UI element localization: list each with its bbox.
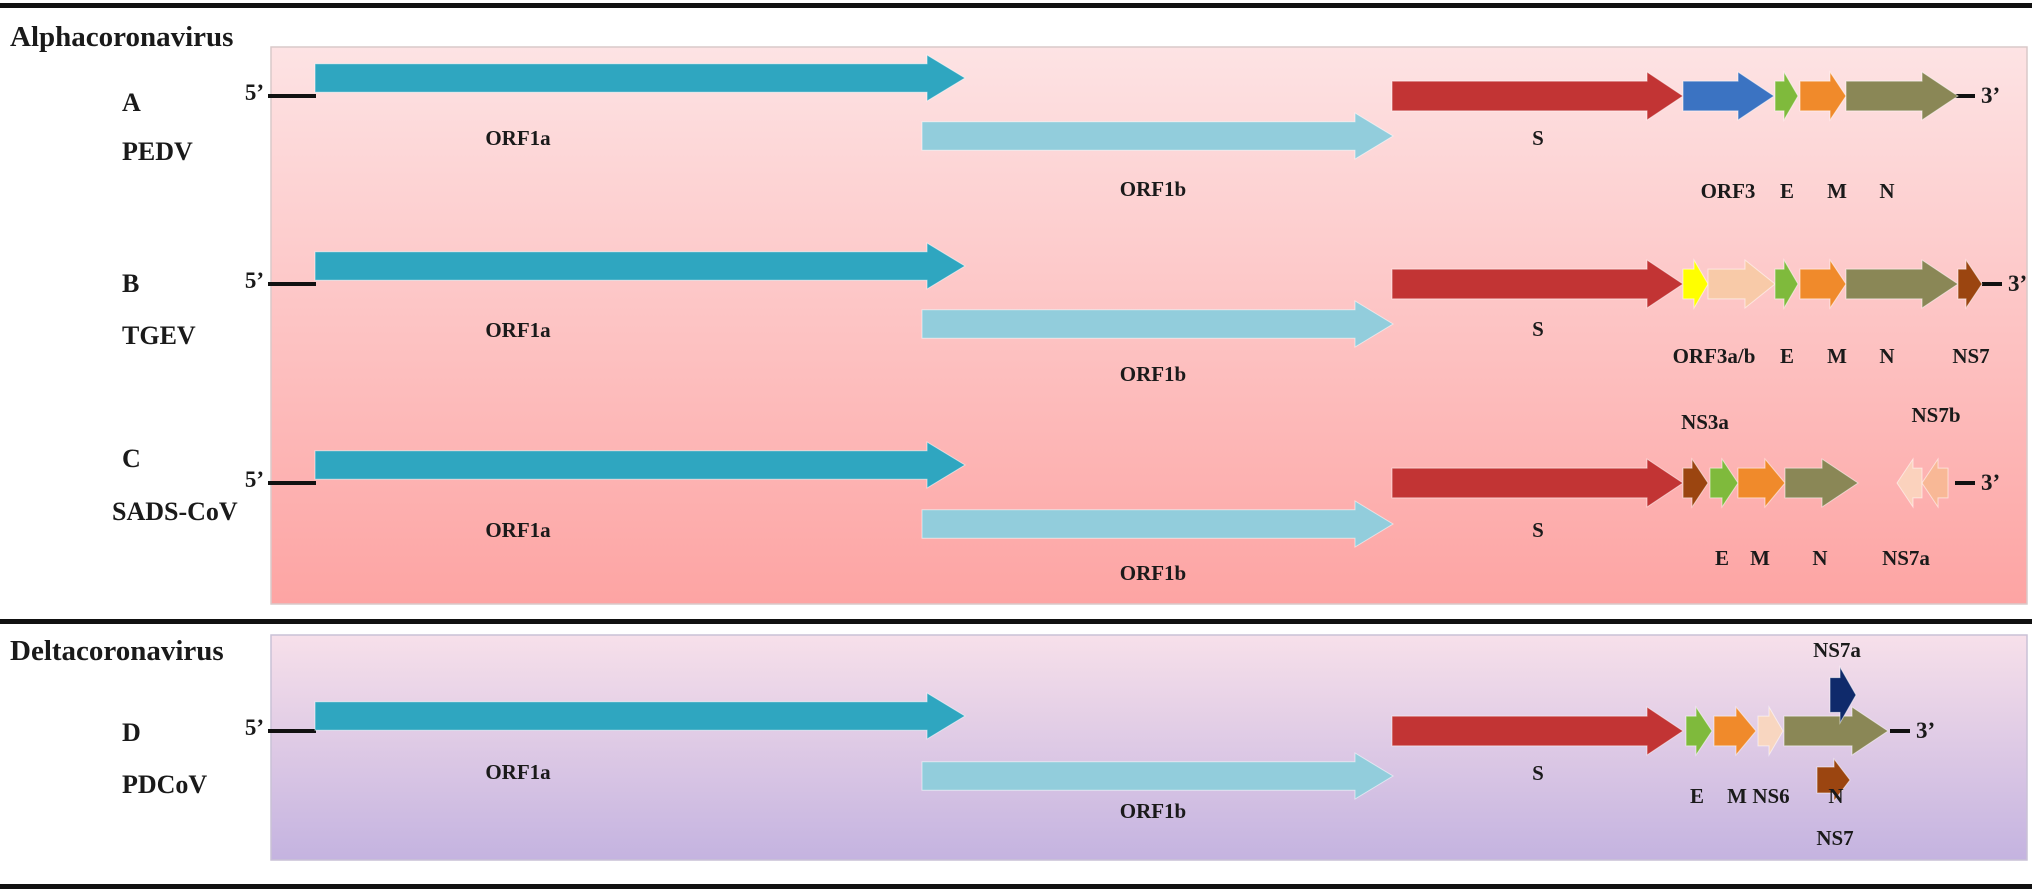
- gene-arrow-e-pedv: [1774, 70, 1799, 122]
- five-prime-label-sads-cov: 5’: [245, 467, 264, 492]
- genome-virus-pedv: PEDV: [122, 137, 193, 166]
- genome-virus-pdcov: PDCoV: [122, 770, 207, 799]
- gene-label-orf3-pedv: ORF3: [1701, 179, 1756, 203]
- gene-label-m-tgev: M: [1827, 344, 1847, 368]
- middle-rule: [0, 619, 2032, 624]
- gene-arrow-ns7a-sads-cov: [1896, 457, 1923, 509]
- three-prime-label-tgev: 3’: [2008, 271, 2027, 296]
- gene-arrow-m-sads-cov: [1737, 457, 1786, 509]
- gene-label-orf1a-pdcov: ORF1a: [485, 760, 551, 784]
- gene-label-m-pedv: M: [1827, 179, 1847, 203]
- gene-label-s-sads-cov: S: [1532, 518, 1544, 542]
- gene-arrow-orf1b-tgev: [921, 300, 1394, 348]
- gene-label-orf1b-tgev: ORF1b: [1120, 362, 1187, 386]
- gene-arrow-m-pedv: [1799, 70, 1847, 122]
- gene-arrow-orf3-pedv: [1682, 71, 1775, 121]
- genome-letter-c: C: [122, 444, 141, 473]
- section-title-deltacoronavirus: Deltacoronavirus: [10, 635, 224, 667]
- gene-arrow-m-tgev: [1799, 258, 1847, 310]
- gene-arrow-s-pdcov: [1391, 706, 1684, 756]
- bottom-rule: [0, 884, 2032, 889]
- genome-letter-d: D: [122, 718, 141, 747]
- genome-virus-tgev: TGEV: [122, 321, 196, 350]
- section-title-alphacoronavirus: Alphacoronavirus: [10, 21, 233, 53]
- gene-label-ns7-pdcov: NS7: [1816, 826, 1853, 850]
- gene-arrow-n-sads-cov: [1784, 458, 1859, 508]
- gene-arrow-ns3a-sads-cov: [1682, 457, 1709, 509]
- gene-arrow-orf3b-tgev: [1707, 258, 1776, 310]
- gene-arrow-ns7-tgev: [1957, 258, 1983, 310]
- gene-label-e-tgev: E: [1780, 344, 1794, 368]
- gene-arrow-orf1a-sads-cov: [314, 441, 966, 489]
- top-rule: [0, 3, 2032, 8]
- five-prime-label-pdcov: 5’: [245, 715, 264, 740]
- gene-arrow-orf1a-pdcov: [314, 692, 966, 740]
- three-prime-label-pdcov: 3’: [1916, 718, 1935, 743]
- gene-arrow-orf1b-pedv: [921, 112, 1394, 160]
- gene-arrow-orf1a-tgev: [314, 242, 966, 290]
- gene-label-orf1a-tgev: ORF1a: [485, 318, 551, 342]
- five-prime-label-tgev: 5’: [245, 268, 264, 293]
- gene-label-m-sads-cov: M: [1750, 546, 1770, 570]
- gene-label-ns3a-sads-cov: NS3a: [1681, 410, 1729, 434]
- gene-label-n-pedv: N: [1879, 179, 1894, 203]
- gene-label-s-pedv: S: [1532, 126, 1544, 150]
- gene-label-orf3b-tgev: ORF3a/b: [1673, 344, 1756, 368]
- gene-label-orf1b-pdcov: ORF1b: [1120, 799, 1187, 823]
- gene-label-ns7-tgev: NS7: [1952, 344, 1989, 368]
- five-prime-label-pedv: 5’: [245, 80, 264, 105]
- gene-arrow-e-pdcov: [1685, 705, 1713, 757]
- three-prime-label-sads-cov: 3’: [1981, 470, 2000, 495]
- gene-label-s-tgev: S: [1532, 317, 1544, 341]
- genome-virus-sads-cov: SADS-CoV: [112, 497, 238, 526]
- gene-label-ns7b-sads-cov: NS7b: [1911, 403, 1960, 427]
- genome-letter-a: A: [122, 88, 141, 117]
- gene-label-e-pdcov: E: [1690, 784, 1704, 808]
- gene-label-orf1a-sads-cov: ORF1a: [485, 518, 551, 542]
- gene-label-n-tgev: N: [1879, 344, 1894, 368]
- gene-arrow-n-pedv: [1845, 71, 1959, 121]
- gene-arrow-orf3a-tgev: [1682, 258, 1709, 310]
- gene-arrow-ns7-pdcov: [1816, 757, 1851, 803]
- gene-label-orf1a-pedv: ORF1a: [485, 126, 551, 150]
- gene-arrow-e-sads-cov: [1709, 457, 1739, 509]
- gene-arrow-s-sads-cov: [1391, 458, 1684, 508]
- gene-arrow-orf1b-pdcov: [921, 752, 1394, 800]
- deltacoronavirus-panel: [270, 634, 2028, 861]
- gene-label-e-pedv: E: [1780, 179, 1794, 203]
- gene-label-e-sads-cov: E: [1715, 546, 1729, 570]
- gene-arrow-n-tgev: [1845, 259, 1959, 309]
- gene-label-m-pdcov: M: [1727, 784, 1747, 808]
- gene-arrow-orf1b-sads-cov: [921, 500, 1394, 548]
- gene-label-n-pdcov: N: [1828, 784, 1843, 808]
- gene-arrow-m-pdcov: [1713, 705, 1757, 757]
- gene-label-ns6-pdcov: NS6: [1752, 784, 1789, 808]
- gene-label-ns7a-sads-cov: NS7a: [1882, 546, 1930, 570]
- genome-letter-b: B: [122, 269, 139, 298]
- three-prime-label-pedv: 3’: [1981, 83, 2000, 108]
- gene-label-n-sads-cov: N: [1812, 546, 1827, 570]
- gene-label-s-pdcov: S: [1532, 761, 1544, 785]
- gene-label-ns7a-pdcov: NS7a: [1813, 638, 1861, 662]
- gene-arrow-s-pedv: [1391, 71, 1684, 121]
- gene-arrow-ns7b-sads-cov: [1921, 457, 1949, 509]
- gene-arrow-ns7a-pdcov: [1829, 665, 1857, 725]
- gene-arrow-orf1a-pedv: [314, 54, 966, 102]
- gene-arrow-s-tgev: [1391, 259, 1684, 309]
- gene-arrow-ns6-pdcov: [1757, 705, 1784, 757]
- gene-arrow-n-pdcov: [1783, 706, 1889, 756]
- gene-arrow-e-tgev: [1774, 258, 1799, 310]
- gene-label-orf1b-sads-cov: ORF1b: [1120, 561, 1187, 585]
- gene-label-orf1b-pedv: ORF1b: [1120, 177, 1187, 201]
